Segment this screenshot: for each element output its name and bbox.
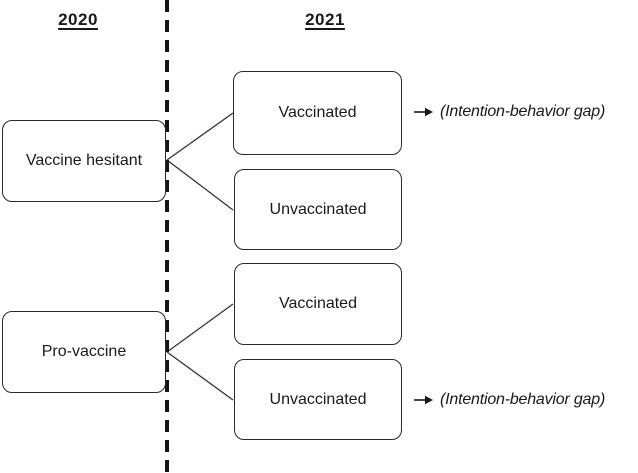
node-label: Unvaccinated — [269, 200, 367, 218]
annotation-intention-behavior-gap-top: (Intention-behavior gap) — [440, 103, 606, 120]
year-divider-dashed-line — [165, 0, 169, 473]
year-header-2020: 2020 — [58, 10, 98, 29]
year-header-2021: 2021 — [305, 10, 345, 29]
node-label: Vaccinated — [279, 295, 357, 312]
arrow-right-icon — [414, 107, 433, 117]
node-pro-vaccine: Pro-vaccine — [2, 311, 166, 393]
node-vaccinated-from-hesitant: Vaccinated — [233, 71, 402, 155]
arrow-right-icon — [414, 395, 433, 405]
node-label: Vaccinated — [278, 104, 357, 121]
node-label: Vaccine hesitant — [25, 152, 143, 169]
node-unvaccinated-from-provaccine: Unvaccinated — [234, 359, 402, 440]
annotation-intention-behavior-gap-bottom: (Intention-behavior gap) — [440, 391, 606, 408]
node-unvaccinated-from-hesitant: Unvaccinated — [234, 169, 402, 250]
node-label: Unvaccinated — [269, 390, 367, 408]
node-label: Pro-vaccine — [41, 343, 127, 360]
node-vaccinated-from-provaccine: Vaccinated — [234, 263, 402, 345]
node-vaccine-hesitant: Vaccine hesitant — [2, 120, 166, 202]
